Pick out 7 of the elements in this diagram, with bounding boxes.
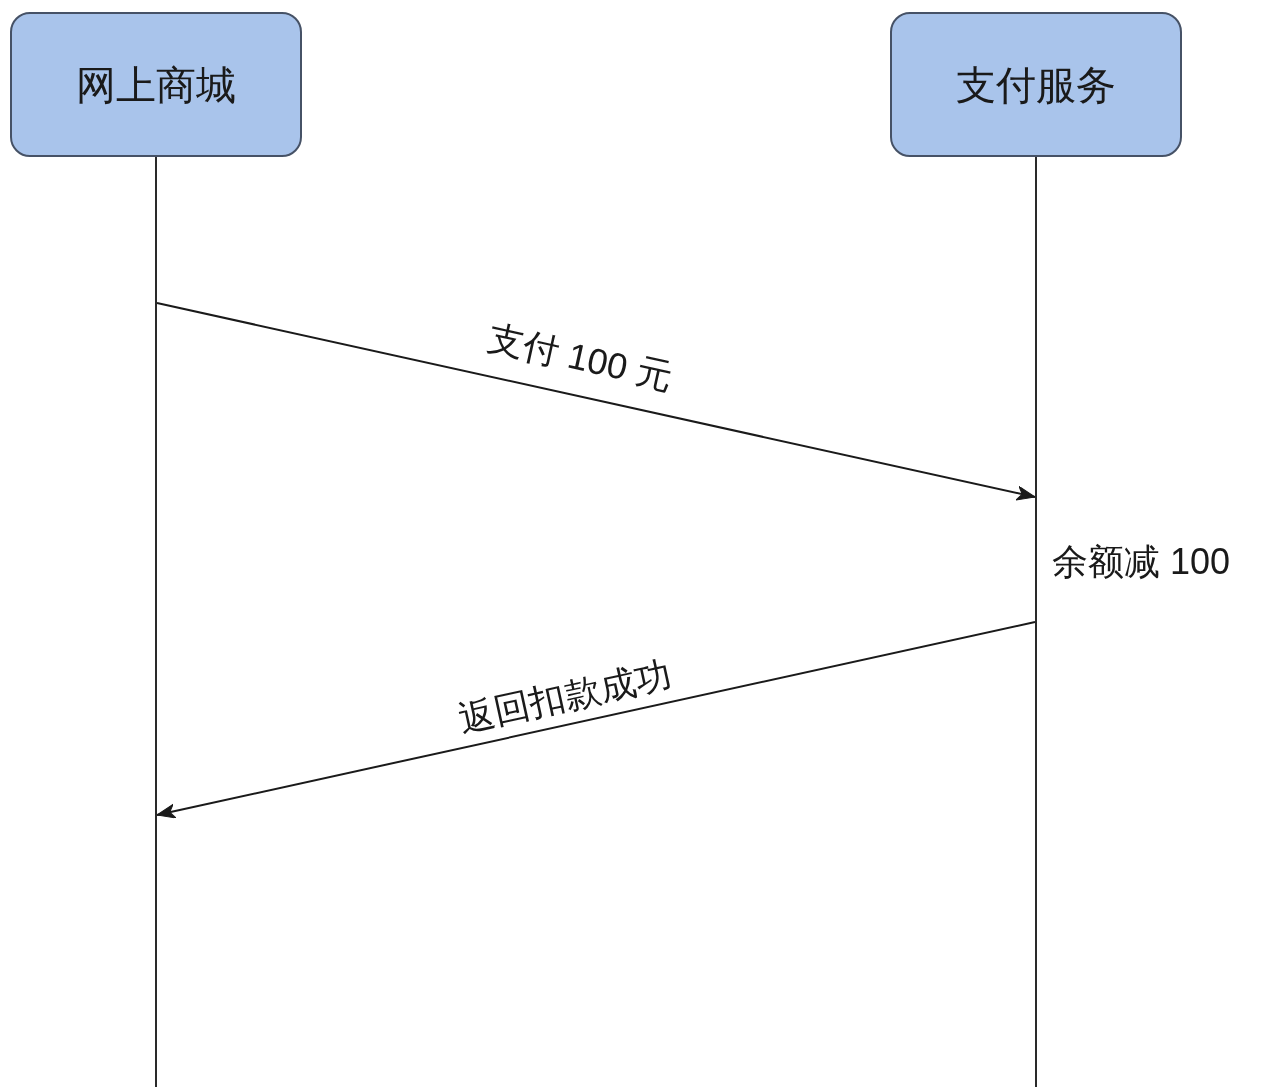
participant-name: 网上商城	[76, 61, 236, 109]
lifeline-note: 余额减 100	[1052, 541, 1231, 583]
edge-label: 支付 100 元	[483, 317, 677, 399]
arrow	[156, 302, 1036, 501]
edge-label: 返回扣款成功	[454, 653, 675, 741]
arrow	[156, 621, 1036, 819]
participant-name: 支付服务	[956, 61, 1116, 109]
